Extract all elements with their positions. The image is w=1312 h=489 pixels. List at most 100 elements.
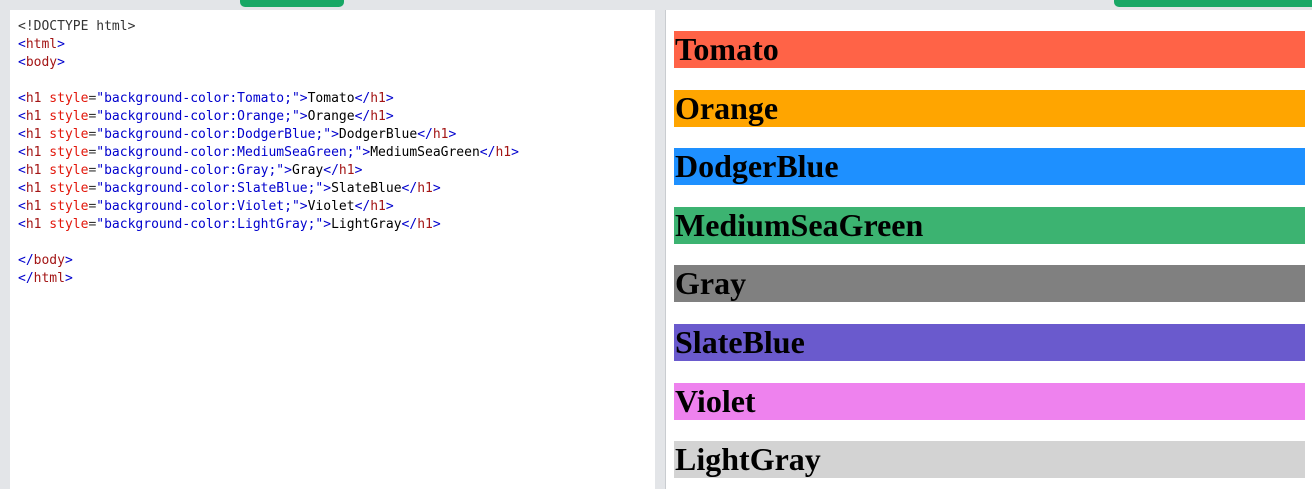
code-line [18, 234, 655, 252]
code-text: LightGray [331, 217, 402, 232]
code-bracket: </ [354, 91, 371, 106]
code-bracket: > [323, 181, 332, 196]
code-bracket: > [299, 199, 308, 214]
code-attribute-value: "background-color:SlateBlue;" [96, 181, 324, 196]
code-attribute-value: "background-color:MediumSeaGreen;" [96, 145, 363, 160]
code-bracket: > [331, 127, 339, 142]
code-text: MediumSeaGreen [370, 145, 480, 160]
code-attribute-value: "background-color:Tomato;" [96, 91, 300, 106]
code-attribute-value: "background-color:LightGray;" [96, 217, 324, 232]
code-tag: h1 [25, 127, 42, 142]
code-attribute-value: "background-color:Violet;" [96, 199, 300, 214]
code-bracket: </ [401, 181, 418, 196]
code-bracket: > [57, 37, 65, 52]
code-attribute: style [41, 91, 89, 106]
heading-dodgerblue: DodgerBlue [674, 148, 1305, 185]
code-equals: = [88, 163, 97, 178]
code-attribute: style [41, 181, 89, 196]
code-attribute: style [41, 217, 89, 232]
code-equals: = [88, 109, 97, 124]
code-attribute: style [41, 127, 89, 142]
heading-tomato: Tomato [674, 31, 1305, 68]
code-text: Gray [291, 163, 324, 178]
code-attribute-value: "background-color:Gray;" [96, 163, 285, 178]
heading-gray: Gray [674, 265, 1305, 302]
code-line: </body> [18, 252, 655, 270]
code-bracket: </ [18, 271, 34, 286]
code-tag: body [25, 55, 58, 70]
code-bracket: > [385, 199, 394, 214]
code-line: <html> [18, 36, 655, 54]
run-button[interactable] [240, 0, 344, 7]
code-tag: h1 [25, 91, 42, 106]
code-line: <h1 style="background-color:MediumSeaGre… [18, 144, 655, 162]
code-equals: = [88, 91, 97, 106]
code-text: Tomato [307, 91, 355, 106]
code-bracket: > [511, 145, 519, 160]
code-text: Orange [307, 109, 355, 124]
code-text: DodgerBlue [338, 127, 418, 142]
code-line: <h1 style="background-color:SlateBlue;">… [18, 180, 655, 198]
code-attribute-value: "background-color:DodgerBlue;" [96, 127, 332, 142]
code-bracket: > [64, 253, 73, 268]
code-bracket: > [385, 91, 394, 106]
code-attribute: style [41, 199, 89, 214]
code-equals: = [88, 127, 97, 142]
code-tag: h1 [495, 145, 512, 160]
code-bracket: </ [401, 217, 418, 232]
code-line [18, 72, 655, 90]
code-tag: html [33, 271, 65, 286]
code-bracket: > [354, 163, 363, 178]
code-text: SlateBlue [331, 181, 402, 196]
code-line: <body> [18, 54, 655, 72]
code-bracket: </ [323, 163, 339, 178]
code-bracket: < [18, 217, 26, 232]
code-line: <h1 style="background-color:Tomato;">Tom… [18, 90, 655, 108]
code-bracket: < [18, 181, 26, 196]
code-line: <h1 style="background-color:Gray;">Gray<… [18, 162, 655, 180]
code-bracket: > [64, 271, 73, 286]
code-tag: h1 [25, 163, 42, 178]
code-line: </html> [18, 270, 655, 288]
code-attribute: style [41, 109, 89, 124]
heading-lightgray: LightGray [674, 441, 1305, 478]
code-line: <h1 style="background-color:LightGray;">… [18, 216, 655, 234]
code-text: Violet [307, 199, 355, 214]
code-bracket: > [299, 91, 308, 106]
code-tag: h1 [417, 217, 433, 232]
code-line: <h1 style="background-color:Orange;" > Ora… [18, 108, 655, 126]
panel-divider-line [665, 10, 666, 489]
code-tag: h1 [25, 217, 42, 232]
heading-slateblue: SlateBlue [674, 324, 1305, 361]
code-bracket: > [385, 109, 394, 124]
code-tag: html [25, 37, 58, 52]
get-your-own-website-button[interactable] [1114, 0, 1312, 7]
code-equals: = [88, 217, 97, 232]
code-line: <h1 style="background-color:DodgerBlue;"… [18, 126, 655, 144]
code-bracket: < [18, 145, 26, 160]
heading-orange: Orange [674, 90, 1305, 127]
code-tag: h1 [25, 109, 42, 124]
code-bracket: < [18, 163, 26, 178]
code-bracket: </ [354, 109, 371, 124]
code-bracket: < [18, 91, 26, 106]
code-tag: h1 [25, 181, 42, 196]
code-editor[interactable]: <!DOCTYPE html><html><body> <h1 style="b… [10, 10, 655, 489]
code-line: <!DOCTYPE html> [18, 18, 655, 36]
panel-resizer[interactable] [655, 10, 665, 489]
code-tag: h1 [25, 145, 42, 160]
code-bracket: < [18, 55, 26, 70]
code-bracket: < [18, 109, 26, 124]
code-bracket: > [432, 217, 441, 232]
code-bracket: > [448, 127, 457, 142]
code-doctype: <!DOCTYPE html> [18, 19, 136, 34]
code-bracket: < [18, 37, 26, 52]
code-bracket: </ [479, 145, 496, 160]
code-bracket: > [323, 217, 332, 232]
code-bracket: > [57, 55, 65, 70]
code-bracket: > [432, 181, 441, 196]
code-attribute-value: "background-color:Orange;" [96, 109, 300, 124]
code-bracket: > [362, 145, 371, 160]
code-tag: body [33, 253, 65, 268]
